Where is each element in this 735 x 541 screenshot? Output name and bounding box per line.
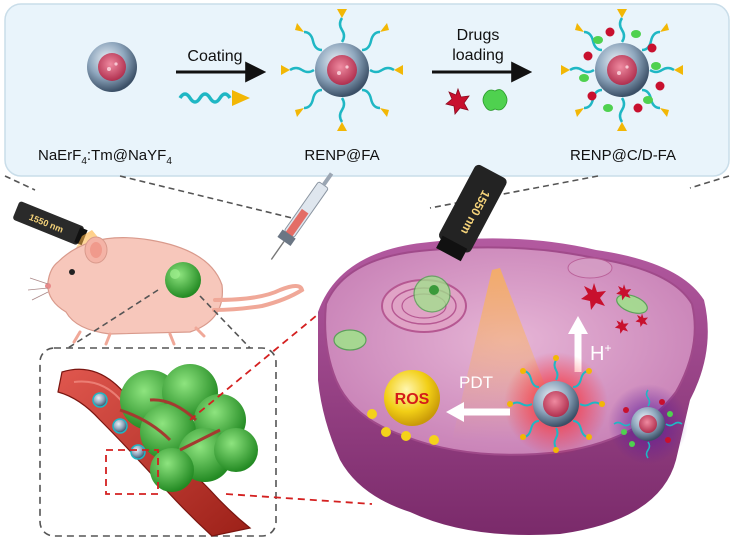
tumor-icon bbox=[165, 262, 201, 298]
active-nanoparticle-icon bbox=[504, 352, 608, 456]
np1-label: NaErF4:Tm@NaYF4 bbox=[38, 147, 172, 167]
scheme-panel bbox=[4, 3, 730, 177]
mouse-icon bbox=[27, 236, 305, 346]
zoom-dashed-lines bbox=[4, 175, 730, 219]
pdt-label: PDT bbox=[459, 373, 493, 392]
nanoparticle-loaded-icon bbox=[561, 9, 683, 131]
loading-label: loading bbox=[452, 47, 504, 64]
side-nanoparticle-icon bbox=[608, 384, 688, 464]
drug-green-icon bbox=[482, 89, 508, 111]
np3-label: RENP@C/D-FA bbox=[570, 147, 676, 164]
ros-icon bbox=[367, 370, 440, 445]
mitochondria-icon bbox=[333, 257, 648, 351]
pdt-arrow bbox=[446, 402, 510, 422]
nucleus-icon bbox=[381, 275, 467, 333]
folic-acid-ligand-icon bbox=[178, 90, 250, 106]
nanoparticle-icon bbox=[87, 42, 137, 92]
h-plus-label: H+ bbox=[590, 341, 611, 365]
ros-label: ROS bbox=[395, 391, 430, 408]
drug-red-icon bbox=[445, 87, 470, 115]
drugs-label: Drugs bbox=[457, 27, 500, 44]
nanoparticle-fa-icon bbox=[281, 9, 403, 131]
syringe-icon bbox=[270, 172, 334, 260]
np2-label: RENP@FA bbox=[304, 147, 379, 164]
coating-label: Coating bbox=[187, 48, 242, 65]
zoom-connector-lines bbox=[67, 289, 251, 349]
zoom-box bbox=[39, 347, 277, 537]
tumor-cluster-icon bbox=[119, 364, 258, 492]
cell-zoom-lines bbox=[105, 315, 373, 505]
released-drugs-icon bbox=[581, 283, 648, 334]
